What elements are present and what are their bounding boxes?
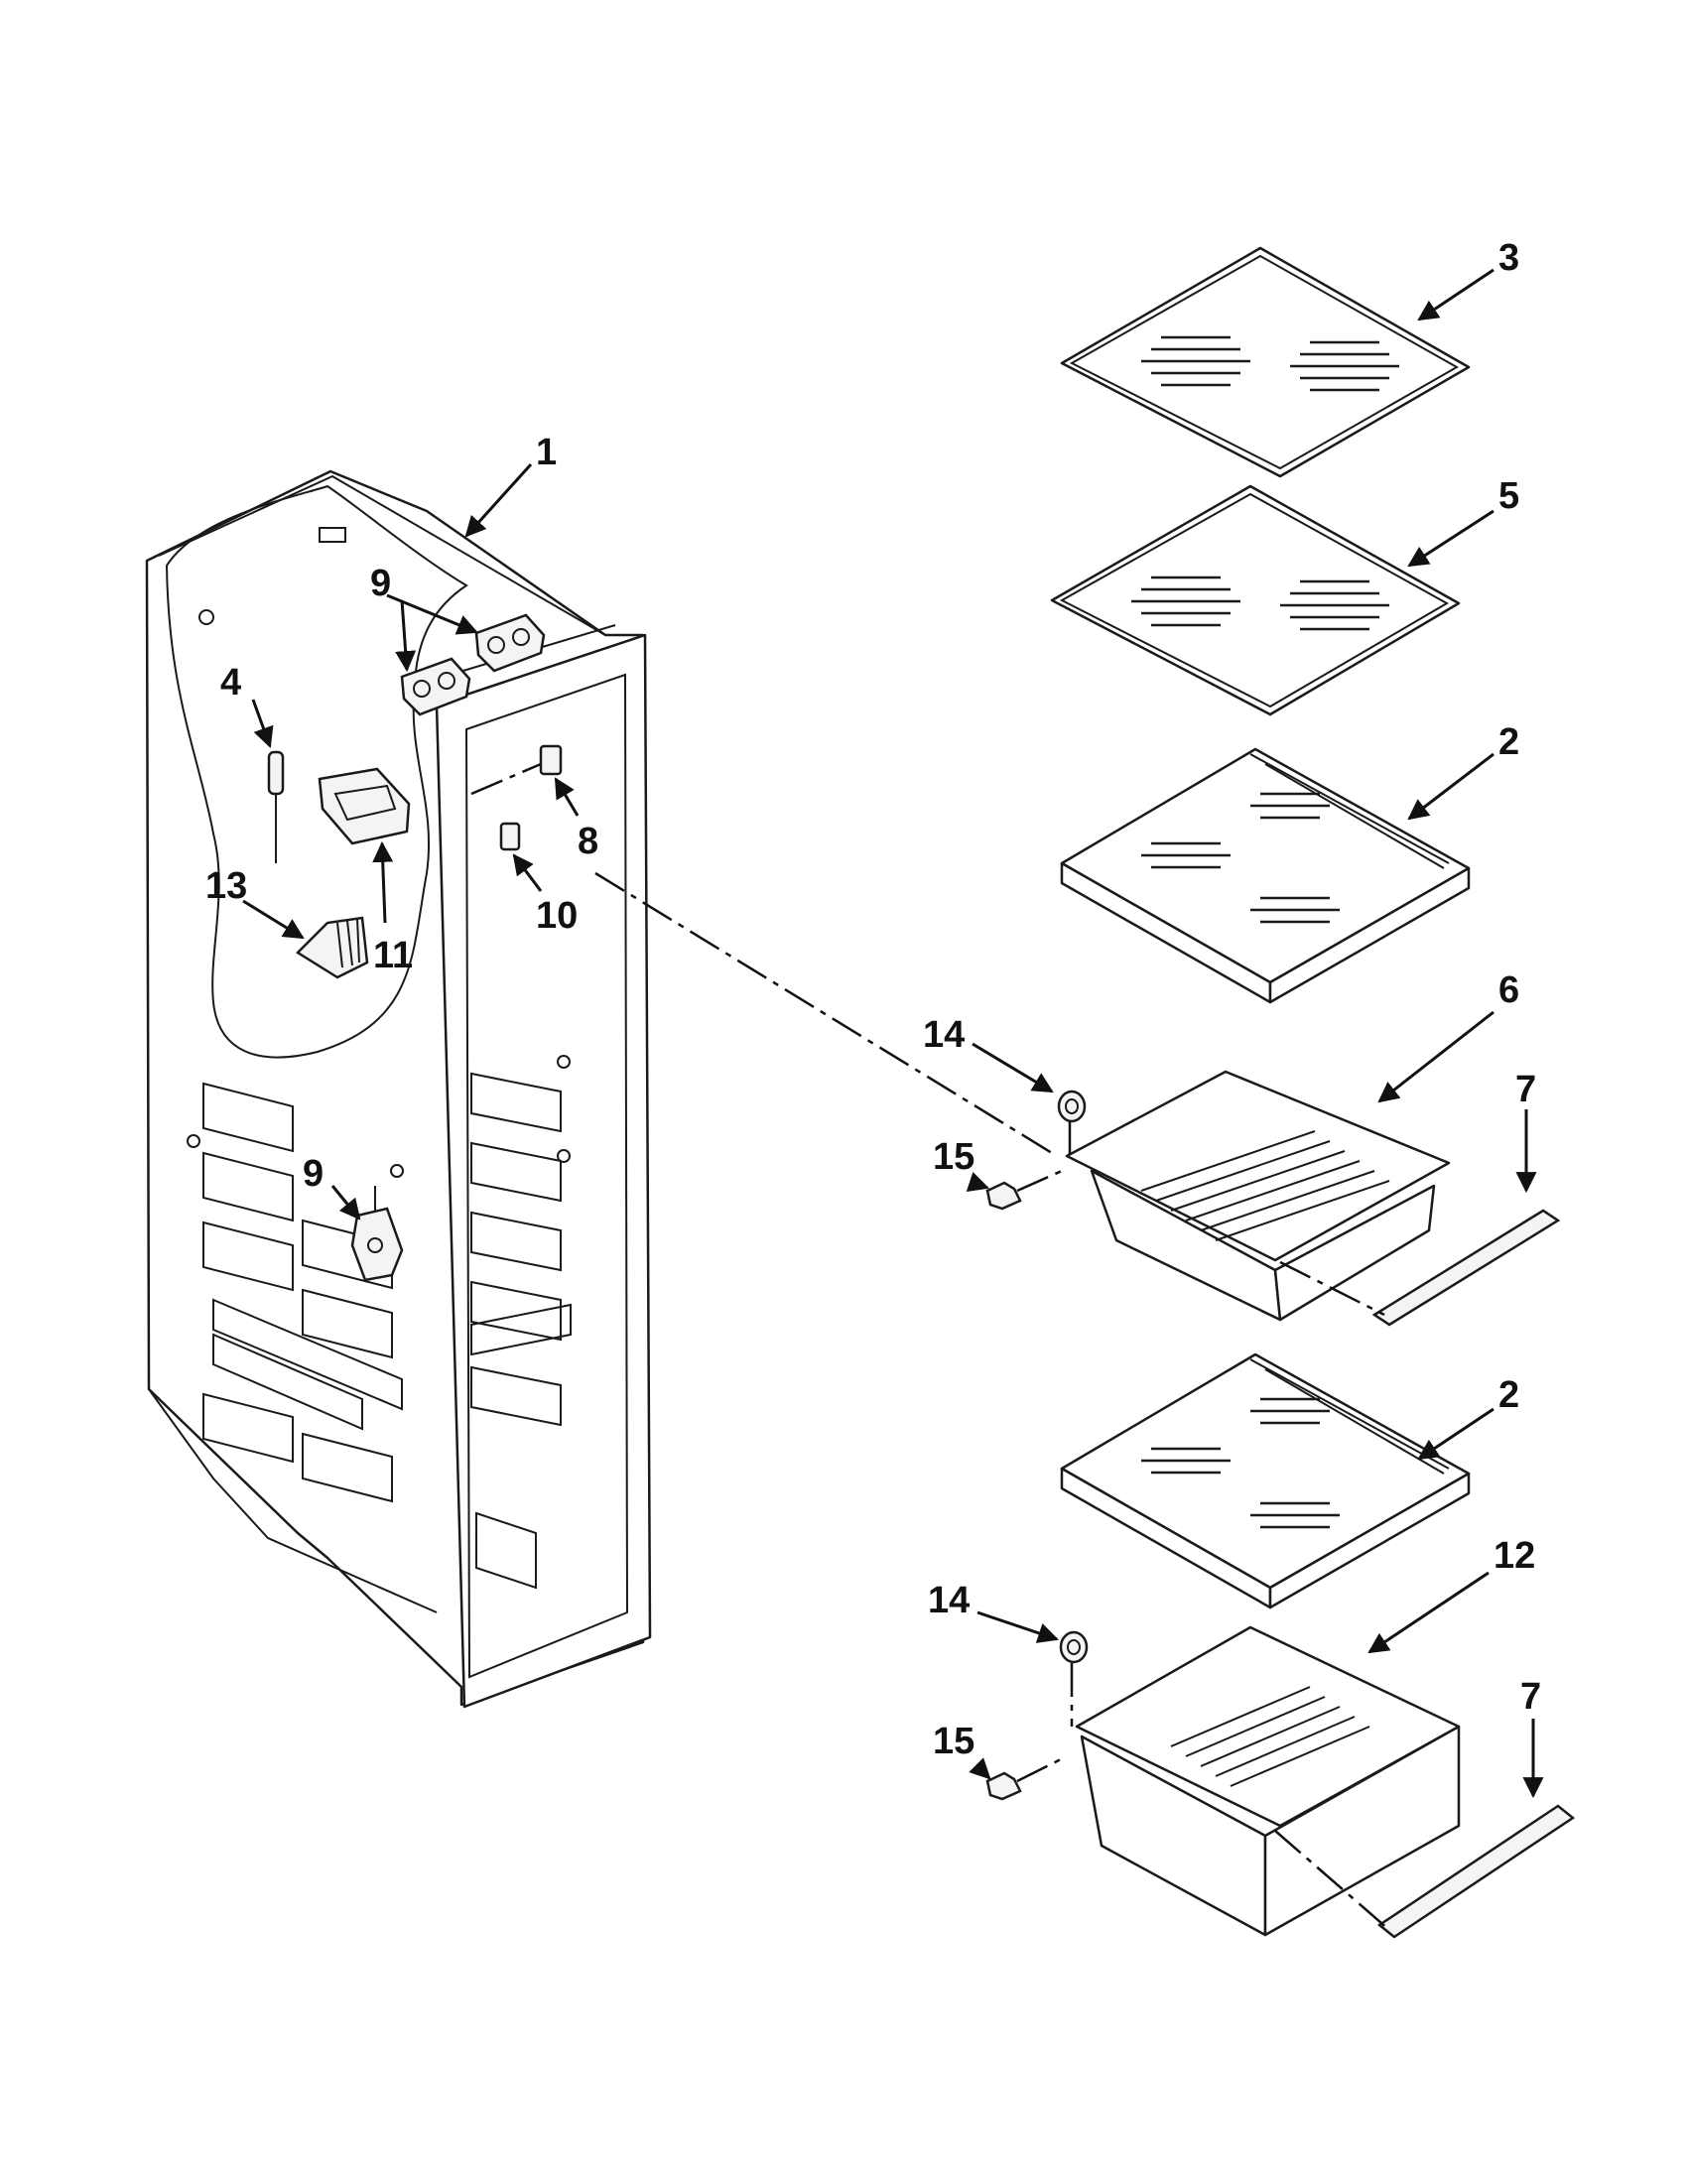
callout-14: 14 [923,1014,965,1056]
callout-7: 7 [1515,1069,1536,1110]
callout-labels: 1 2 2 3 4 5 6 7 7 8 9 9 10 11 12 13 14 1… [205,237,1541,1762]
callout-7: 7 [1520,1676,1541,1718]
assembly-dash-lines [470,762,1390,1931]
part-15-pin-upper [985,1181,1022,1211]
part-9-top-housings [400,613,546,716]
shelf-part-3 [1060,246,1471,478]
callout-9: 9 [370,563,391,604]
part-4-sensor [267,750,285,863]
part-14-roller-lower [1059,1630,1089,1664]
rail-part-7-lower [1376,1804,1576,1939]
callout-15: 15 [933,1136,974,1178]
part-8-plug [539,744,563,776]
shelf-part-2-lower [1060,1352,1471,1609]
callout-2: 2 [1498,1374,1519,1416]
rail-part-7-upper [1371,1209,1561,1327]
leader-arrows [242,268,1544,1799]
callout-15: 15 [933,1721,974,1762]
callout-12: 12 [1493,1535,1535,1577]
part-10-plug [499,822,521,851]
shelf-part-5 [1050,484,1461,716]
shelf-part-2-upper [1060,747,1471,1004]
callout-11: 11 [373,935,413,976]
callout-9: 9 [303,1153,324,1195]
part-9-lower-control [350,1186,404,1282]
liner-vents-right [470,1072,572,1590]
callout-2: 2 [1498,721,1519,763]
callout-5: 5 [1498,475,1519,517]
callout-13: 13 [205,865,247,907]
part-11-bracket [318,767,411,845]
part-14-roller-upper [1057,1090,1087,1123]
pan-part-6 [1065,1070,1451,1322]
callout-8: 8 [578,821,598,862]
part-15-pin-lower [985,1771,1022,1801]
callout-6: 6 [1498,969,1519,1011]
pan-part-12 [1075,1625,1461,1937]
part-13-clip [296,916,369,979]
liner-part-1 [145,469,652,1709]
callout-4: 4 [220,662,241,704]
callout-3: 3 [1498,237,1519,279]
callout-10: 10 [536,895,578,937]
callout-14: 14 [928,1580,970,1621]
callout-1: 1 [536,432,557,473]
